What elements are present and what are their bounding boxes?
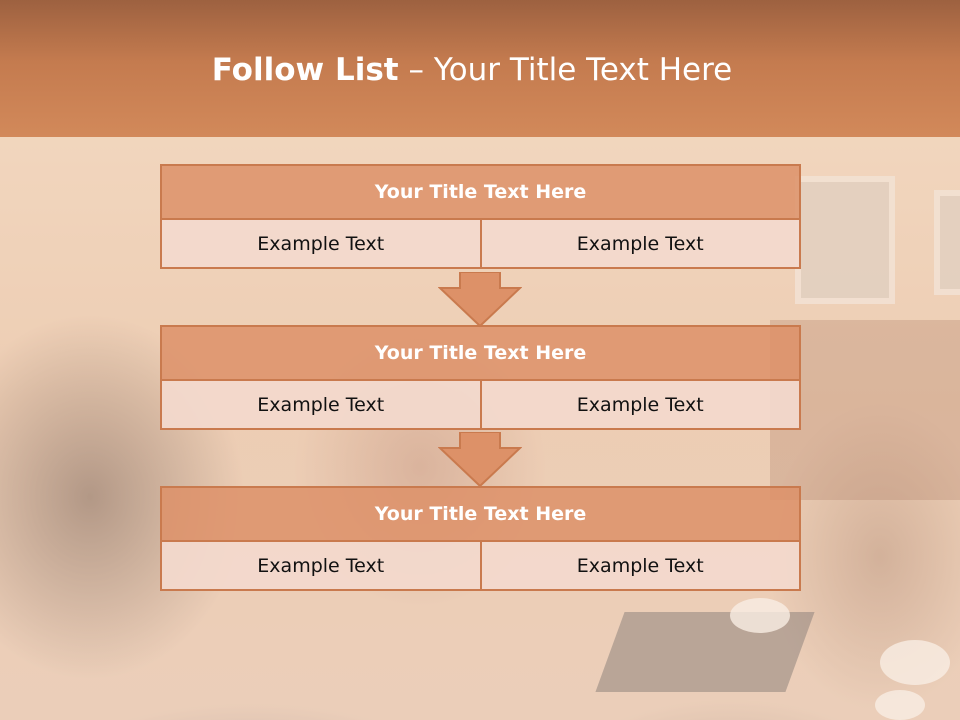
down-arrow-icon <box>438 432 522 488</box>
step-cell-right: Example Text <box>479 381 800 428</box>
step-row: Example Text Example Text <box>160 220 801 269</box>
step-cell-right: Example Text <box>479 542 800 589</box>
step-title: Your Title Text Here <box>160 325 801 381</box>
step-cell-left: Example Text <box>257 232 385 255</box>
slide-title-rest: – Your Title Text Here <box>398 52 733 88</box>
step-row: Example Text Example Text <box>160 381 801 430</box>
step-block-2: Your Title Text Here Example Text Exampl… <box>160 325 801 430</box>
computer-monitor-image <box>795 176 895 304</box>
cup-image <box>730 598 790 633</box>
step-block-1: Your Title Text Here Example Text Exampl… <box>160 164 801 269</box>
slide-title-bold: Follow List <box>211 52 399 88</box>
step-title: Your Title Text Here <box>160 486 801 542</box>
step-cell-left: Example Text <box>257 393 385 416</box>
slide-title: Follow List – Your Title Text Here <box>0 52 944 88</box>
step-block-3: Your Title Text Here Example Text Exampl… <box>160 486 801 591</box>
cup-image <box>880 640 950 685</box>
step-title: Your Title Text Here <box>160 164 801 220</box>
header-band: Follow List – Your Title Text Here <box>0 0 960 137</box>
computer-monitor-image <box>934 190 960 295</box>
cup-image <box>875 690 925 720</box>
step-cell-left: Example Text <box>257 554 385 577</box>
desk-image <box>770 320 960 500</box>
step-cell-right: Example Text <box>479 220 800 267</box>
down-arrow-icon <box>438 272 522 328</box>
step-row: Example Text Example Text <box>160 542 801 591</box>
